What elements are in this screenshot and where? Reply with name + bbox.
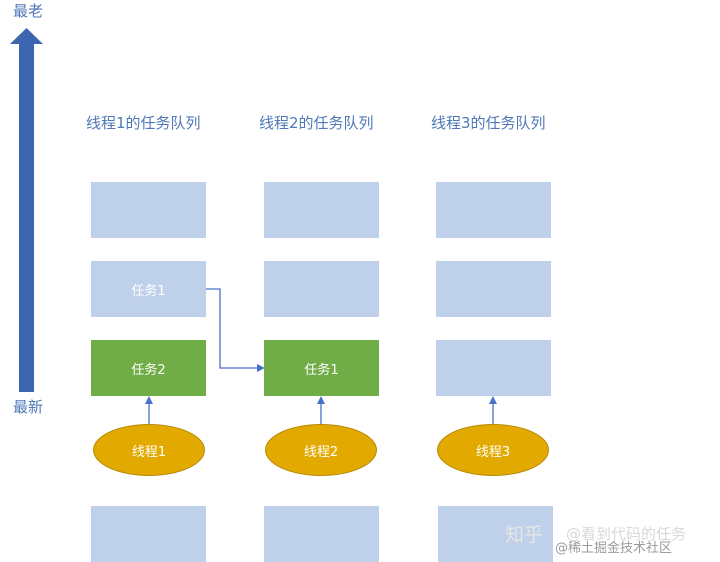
queue-title-2: 线程2的任务队列 <box>259 114 374 132</box>
thread1-arrowhead <box>145 396 153 404</box>
age-axis-arrowhead <box>10 28 43 44</box>
axis-bottom-label: 最新 <box>13 398 44 416</box>
queue2-slot-3: 任务1 <box>264 340 379 396</box>
queue2-slot-2 <box>264 261 379 317</box>
queue1-slot-2: 任务1 <box>91 261 206 317</box>
thread-1: 线程1 <box>93 424 205 476</box>
queue3-slot-2 <box>436 261 551 317</box>
axis-top-label: 最老 <box>13 2 44 20</box>
queue1-slot-3: 任务2 <box>91 340 206 396</box>
watermark-logo: 知乎 <box>505 524 544 546</box>
queue3-slot-4 <box>438 506 553 562</box>
watermark-handle: @看到代码的任务 <box>566 525 687 543</box>
queue2-slot-1 <box>264 182 379 238</box>
thread-3: 线程3 <box>437 424 549 476</box>
queue2-slot-4 <box>264 506 379 562</box>
queue-title-3: 线程3的任务队列 <box>431 114 546 132</box>
steal-task-arrow <box>206 288 258 369</box>
thread3-arrowhead <box>489 396 497 404</box>
steal-task-arrowhead <box>257 364 265 372</box>
thread-2: 线程2 <box>265 424 377 476</box>
thread2-arrowhead <box>317 396 325 404</box>
age-axis-arrow <box>19 44 34 392</box>
queue1-slot-1 <box>91 182 206 238</box>
queue3-slot-1 <box>436 182 551 238</box>
watermark-source: @稀土掘金技术社区 <box>555 541 673 556</box>
queue3-slot-3 <box>436 340 551 396</box>
queue-title-1: 线程1的任务队列 <box>86 114 201 132</box>
queue1-slot-4 <box>91 506 206 562</box>
